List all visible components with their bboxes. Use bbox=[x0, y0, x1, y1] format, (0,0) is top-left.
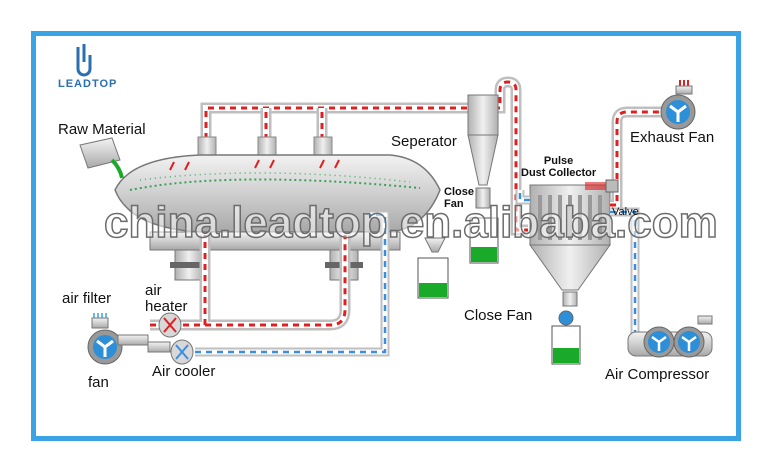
inlet-fan bbox=[87, 329, 149, 365]
dryer-outlets bbox=[197, 136, 333, 158]
cold-air-duct bbox=[195, 210, 390, 357]
label-air-filter: air filter bbox=[62, 290, 112, 307]
watermark: china.leadtop.en.alibaba.com bbox=[103, 197, 718, 248]
valve-icon bbox=[605, 179, 619, 193]
label-close-fan-small: Close Fan bbox=[444, 186, 474, 210]
air-heater bbox=[158, 312, 182, 338]
label-exhaust-fan: Exhaust Fan bbox=[630, 129, 715, 146]
label-pulse-dust-collector: Pulse Dust Collector bbox=[521, 155, 597, 179]
air-cooler bbox=[147, 339, 194, 365]
air-filter bbox=[91, 313, 109, 329]
compressed-air-line bbox=[515, 190, 640, 340]
raw-material-hopper bbox=[79, 137, 124, 179]
label-seperator: Seperator bbox=[391, 133, 457, 150]
label-fan: fan bbox=[88, 374, 109, 391]
exhaust-duct bbox=[610, 106, 665, 211]
leadtop-logo-icon bbox=[76, 44, 92, 77]
label-valve: Valve bbox=[612, 206, 639, 218]
label-air-heater: air heater bbox=[145, 282, 188, 315]
dryer-product-bin bbox=[417, 237, 449, 299]
brand-logo-text: LEADTOP bbox=[58, 78, 118, 90]
pulse-dust-collector bbox=[529, 182, 611, 365]
exhaust-fan bbox=[660, 80, 696, 130]
label-raw-material: Raw Material bbox=[58, 121, 146, 138]
air-compressor bbox=[627, 315, 713, 358]
label-air-compressor: Air Compressor bbox=[605, 366, 710, 383]
label-air-cooler: Air cooler bbox=[152, 363, 216, 380]
cyclone-separator bbox=[467, 94, 499, 264]
top-duct bbox=[200, 76, 528, 236]
label-close-fan: Close Fan bbox=[464, 307, 533, 324]
